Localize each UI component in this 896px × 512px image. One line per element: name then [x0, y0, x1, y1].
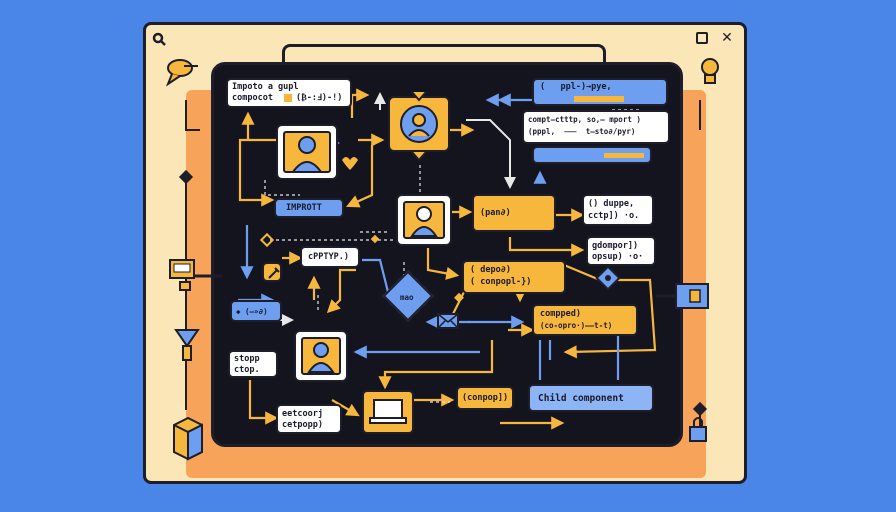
chat-bulb-icon: [165, 59, 198, 87]
gdompor-line1: gdompor]): [592, 241, 639, 251]
code-highlight-bar-2: [604, 153, 644, 158]
imprott-label: IMPROTT: [286, 203, 322, 213]
imprott-button[interactable]: IMPROTT: [274, 198, 344, 218]
center-avatar-tile[interactable]: [396, 194, 452, 246]
user-avatar-tile[interactable]: [276, 124, 338, 180]
gdompor-line2: opsup) ·o·: [592, 252, 644, 262]
highlight-mark: [284, 94, 292, 102]
gdompor-node[interactable]: gdompor]) opsup) ·o·: [586, 236, 656, 266]
stopp-line1: stopp: [234, 354, 260, 364]
code-panel-bottom[interactable]: [532, 146, 652, 164]
code-panel-top[interactable]: ( ppl-)→pye,: [532, 78, 668, 106]
hub-node-tile[interactable]: [388, 96, 450, 152]
import-note-suffix: (₿-:Ⅎ)-!): [296, 93, 343, 103]
center-avatar-background: [403, 201, 445, 239]
duppe-node[interactable]: () duppe, cctp]) ·o.: [582, 194, 654, 226]
window-menu-button[interactable]: [696, 32, 708, 44]
depo-node[interactable]: ( depo∂) ( conpopl-}): [462, 260, 566, 294]
avatar-background: [283, 131, 331, 173]
import-note-box[interactable]: Impoto a gupl compocot (₿-:Ⅎ)-!): [226, 78, 352, 108]
small-blue-note-label: ◆ (—»∂): [236, 307, 268, 316]
import-note-line2: compocot: [232, 93, 273, 103]
compped-line2: (co-opro·)——t-t): [540, 321, 613, 330]
conpop-label: (conpop]): [462, 393, 509, 403]
laptop-tile[interactable]: [362, 390, 414, 434]
compped-line1: compped): [540, 309, 581, 319]
depo-line1: ( depo∂): [470, 265, 511, 275]
cpptyp-node[interactable]: cPPTYP.): [300, 246, 360, 268]
plug-connector-icon: [169, 259, 222, 291]
panel-node-label: (pan∂): [480, 208, 511, 218]
depo-line2: ( conpopl-}): [470, 277, 532, 287]
code-highlight-bar: [574, 96, 624, 102]
cube-icon: [173, 416, 203, 461]
panel-node[interactable]: (pan∂): [472, 194, 556, 232]
compped-node[interactable]: compped) (co-opro·)——t-t): [532, 304, 638, 336]
duppe-line1: () duppe,: [588, 199, 635, 209]
import-note-line1: Impoto a gupl: [232, 82, 299, 92]
cpptyp-label: cPPTYP.): [308, 252, 349, 262]
stopp-line2: ctop.: [234, 365, 260, 375]
heart-icon: [342, 157, 358, 170]
code-panel-main[interactable]: compt—ctttp, so,— mport ) (pppl, ⸺ t—sto…: [522, 110, 670, 144]
right-plug-icon: [656, 283, 709, 309]
small-blue-note[interactable]: ◆ (—»∂): [230, 300, 282, 322]
funnel-icon: [174, 329, 200, 361]
code-line-3: (pppl, ⸺ t—sto∂/pyr): [528, 127, 636, 136]
cetcoor-line2: cetpopp): [282, 420, 323, 430]
bottom-avatar-background: [301, 337, 341, 375]
child-component-label: Child component: [538, 393, 624, 404]
conpop-node[interactable]: (conpop]): [456, 386, 514, 410]
child-component-box[interactable]: Child component: [528, 384, 654, 412]
code-line-2: compt—ctttp, so,— mport ): [528, 115, 641, 124]
code-line-1: ( ppl-)→pye,: [540, 82, 612, 92]
cetcoor-line1: eetcoorj: [282, 409, 323, 419]
cetcoor-node[interactable]: eetcoorj cetpopp): [276, 404, 342, 434]
decision-label: mao: [400, 293, 414, 302]
edit-icon[interactable]: [262, 262, 282, 282]
duppe-line2: cctp]) ·o.: [588, 211, 640, 221]
bottom-avatar-tile[interactable]: [294, 330, 348, 382]
window-close-button[interactable]: ✕: [721, 30, 733, 46]
lock-icon: [689, 417, 707, 442]
stopp-node[interactable]: stopp ctop.: [228, 350, 278, 378]
lightbulb-icon: [701, 58, 719, 84]
